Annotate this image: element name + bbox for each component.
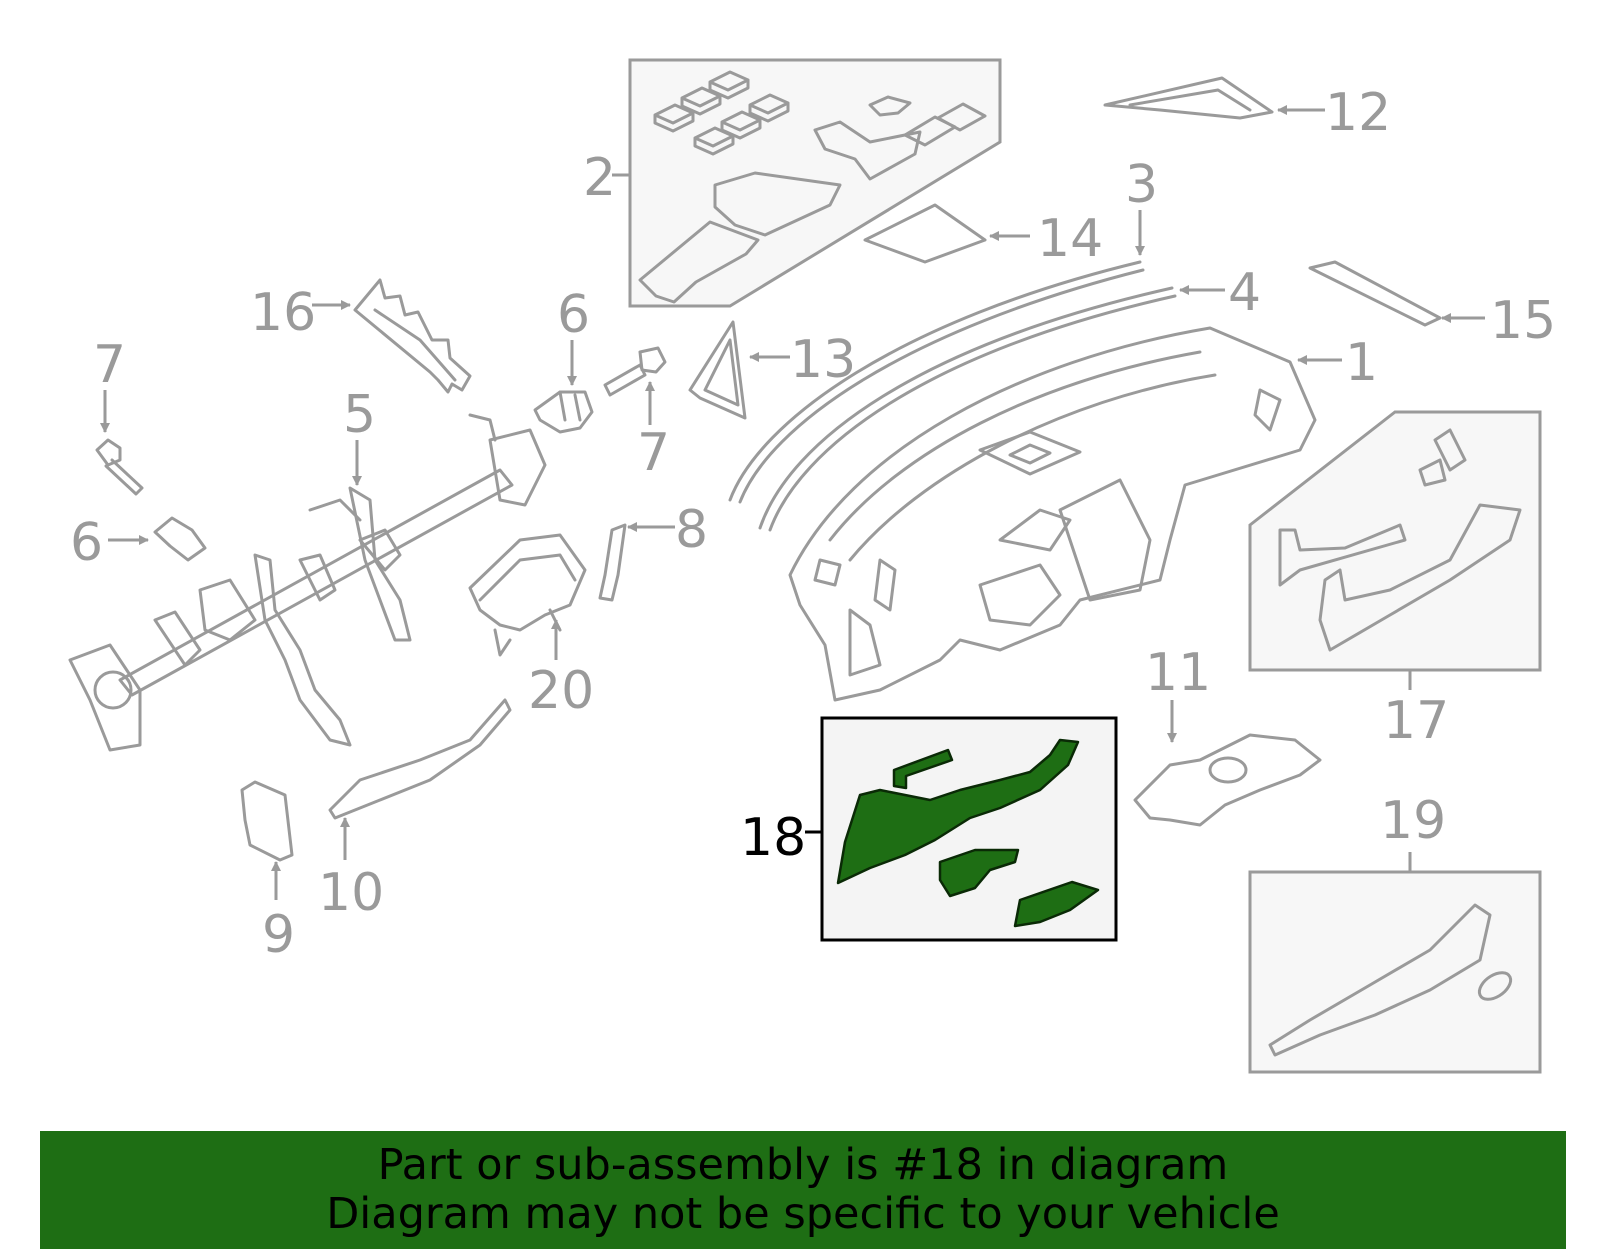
callout-2: 2 bbox=[583, 148, 616, 208]
part-20[interactable] bbox=[468, 533, 587, 657]
part-11[interactable] bbox=[1133, 733, 1322, 827]
part-12[interactable] bbox=[1103, 76, 1274, 120]
part-10[interactable] bbox=[328, 698, 512, 820]
callout-9: 9 bbox=[262, 905, 295, 965]
part-8[interactable] bbox=[598, 523, 627, 602]
callout-5: 5 bbox=[343, 385, 376, 445]
callout-17: 17 bbox=[1383, 691, 1449, 751]
part-1[interactable] bbox=[788, 326, 1317, 702]
callout-13: 13 bbox=[790, 330, 856, 390]
callout-15: 15 bbox=[1490, 291, 1556, 351]
part-14[interactable] bbox=[863, 203, 987, 264]
callout-1: 1 bbox=[1345, 333, 1378, 393]
callout-3: 3 bbox=[1125, 155, 1158, 215]
info-banner: Part or sub-assembly is #18 in diagram D… bbox=[40, 1131, 1566, 1249]
part-15[interactable] bbox=[1308, 260, 1442, 327]
part-7-center[interactable] bbox=[603, 346, 667, 397]
callout-16: 16 bbox=[250, 283, 316, 343]
callout-8: 8 bbox=[675, 500, 708, 560]
part-19-box[interactable] bbox=[1248, 870, 1542, 1074]
callout-10: 10 bbox=[318, 863, 384, 923]
part-7-left[interactable] bbox=[95, 438, 144, 496]
callout-7a: 7 bbox=[93, 335, 126, 395]
callout-6b: 6 bbox=[70, 513, 103, 573]
part-6-top[interactable] bbox=[533, 390, 594, 434]
callout-14: 14 bbox=[1037, 209, 1103, 269]
banner-line-2: Diagram may not be specific to your vehi… bbox=[326, 1189, 1280, 1239]
banner-line-1: Part or sub-assembly is #18 in diagram bbox=[377, 1140, 1229, 1190]
part-9[interactable] bbox=[240, 780, 294, 862]
callout-11: 11 bbox=[1145, 643, 1211, 703]
part-17-box[interactable] bbox=[1248, 410, 1542, 672]
part-18-highlighted bbox=[836, 738, 1100, 928]
callout-6a: 6 bbox=[557, 285, 590, 345]
callout-20: 20 bbox=[528, 661, 594, 721]
callout-18: 18 bbox=[740, 808, 806, 868]
part-6-left[interactable] bbox=[153, 516, 207, 562]
part-16[interactable] bbox=[353, 278, 472, 394]
part-4[interactable] bbox=[758, 286, 1177, 532]
callout-12: 12 bbox=[1325, 83, 1391, 143]
part-5[interactable] bbox=[68, 413, 547, 752]
part-2-box[interactable] bbox=[628, 58, 1002, 308]
part-13[interactable] bbox=[688, 320, 747, 420]
callout-7b: 7 bbox=[637, 423, 670, 483]
part-18-box[interactable] bbox=[820, 716, 1118, 942]
callout-19: 19 bbox=[1380, 791, 1446, 851]
part-3[interactable] bbox=[728, 260, 1145, 504]
callout-4: 4 bbox=[1228, 263, 1261, 323]
